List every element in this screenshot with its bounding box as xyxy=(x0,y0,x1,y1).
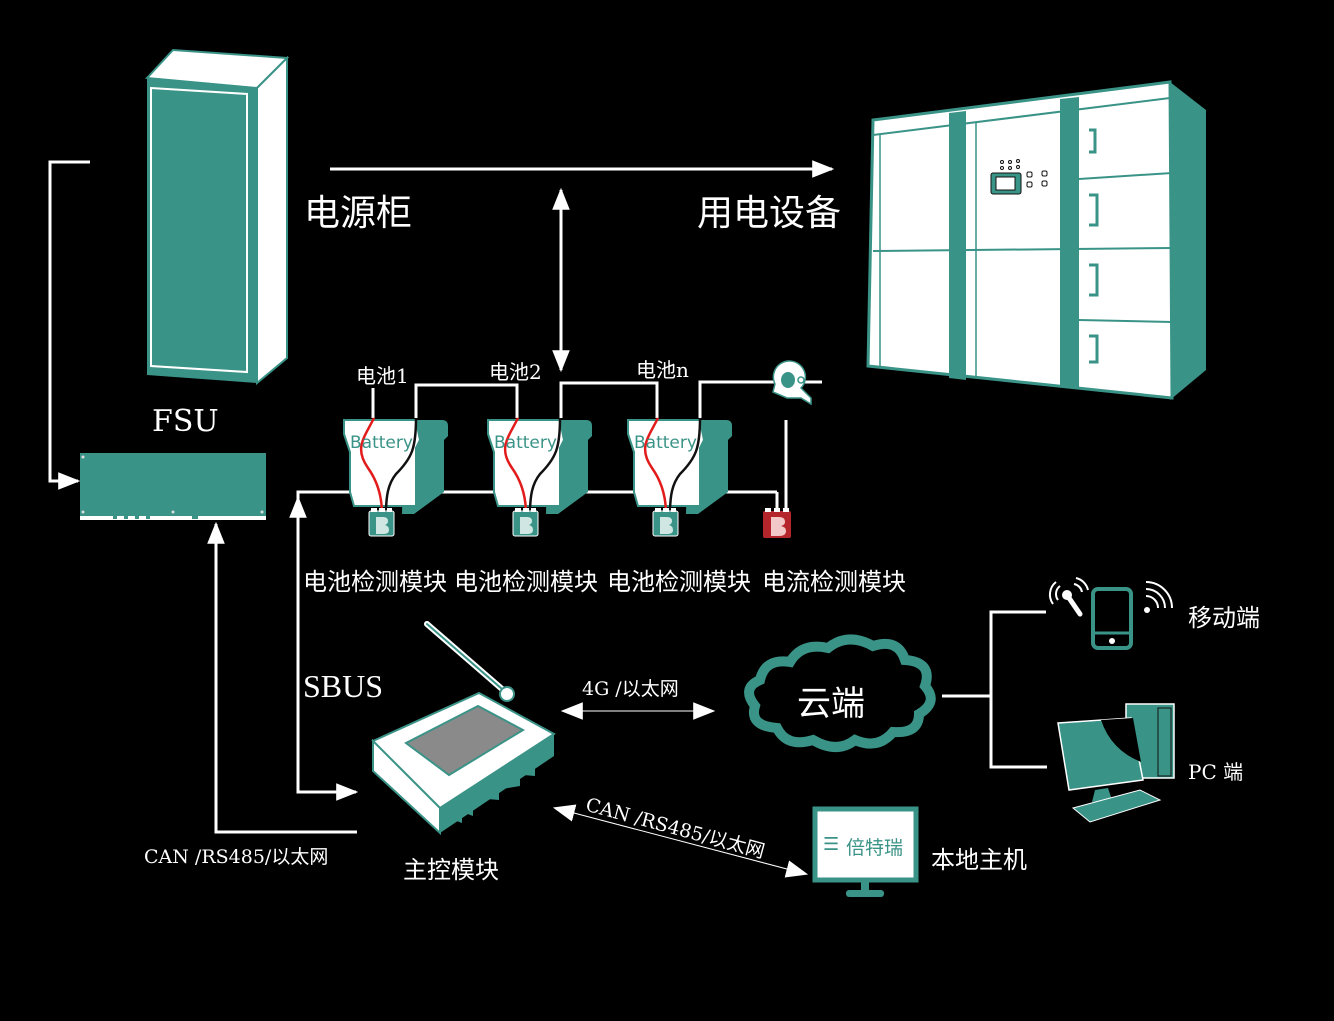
gateway-router-icon xyxy=(371,621,556,836)
current-transformer-icon xyxy=(772,360,812,406)
current-module-label: 电流检测模块 xyxy=(762,568,906,596)
controller-host-arrow xyxy=(552,804,809,878)
electrical-cabinet-icon xyxy=(866,80,1206,400)
power-cabinet-label: 电源柜 xyxy=(304,193,413,234)
controller-fsu-link-label: CAN /RS485/以太网 xyxy=(144,846,329,868)
detection-module-2-label: 电池检测模块 xyxy=(454,568,598,596)
controller-cloud-link-label: 4G /以太网 xyxy=(582,678,679,700)
detection-module-1-label: 电池检测模块 xyxy=(303,568,447,596)
main-controller-label: 主控模块 xyxy=(403,856,499,884)
battery-icon: Battery xyxy=(487,417,592,515)
battery-sensor-icon xyxy=(368,508,395,537)
monitor-icon xyxy=(812,806,919,897)
can-to-fsu-arrow xyxy=(207,521,357,834)
local-host-label: 本地主机 xyxy=(931,846,1027,874)
battery-2-label: 电池2 xyxy=(489,360,542,384)
rack-unit-icon xyxy=(80,453,266,520)
detection-module-3-label: 电池检测模块 xyxy=(607,568,751,596)
pc-label: PC 端 xyxy=(1188,760,1244,784)
fsu-input-arrow xyxy=(48,160,90,490)
cloud-icon xyxy=(744,634,936,752)
battery-text: Battery xyxy=(494,433,557,453)
battery-series-wiring xyxy=(371,380,822,510)
battery-n-label: 电池n xyxy=(636,358,689,382)
battery-text: Battery xyxy=(350,433,413,453)
load-equipment-label: 用电设备 xyxy=(697,193,842,234)
battery-sensor-icon xyxy=(512,508,539,537)
battery-sensor-icon xyxy=(652,508,679,537)
desktop-computer-icon xyxy=(1057,703,1175,823)
brand-logo-icon: ☰ xyxy=(823,834,840,855)
cloud-label: 云端 xyxy=(797,684,865,724)
mobile-label: 移动端 xyxy=(1188,604,1260,632)
current-sensor-icon xyxy=(763,508,791,538)
server-cabinet-icon xyxy=(144,48,290,386)
host-brand-text: 倍特瑞 xyxy=(846,837,904,859)
cloud-branch-lines xyxy=(942,610,1047,769)
fsu-label: FSU xyxy=(152,404,219,439)
battery-1-label: 电池1 xyxy=(356,364,409,388)
smartphone-icon xyxy=(1048,577,1173,650)
sbus-label: SBUS xyxy=(303,668,384,704)
battery-text: Battery xyxy=(634,433,697,453)
battery-icon: Battery xyxy=(627,417,732,515)
battery-icon: Battery xyxy=(343,417,448,515)
